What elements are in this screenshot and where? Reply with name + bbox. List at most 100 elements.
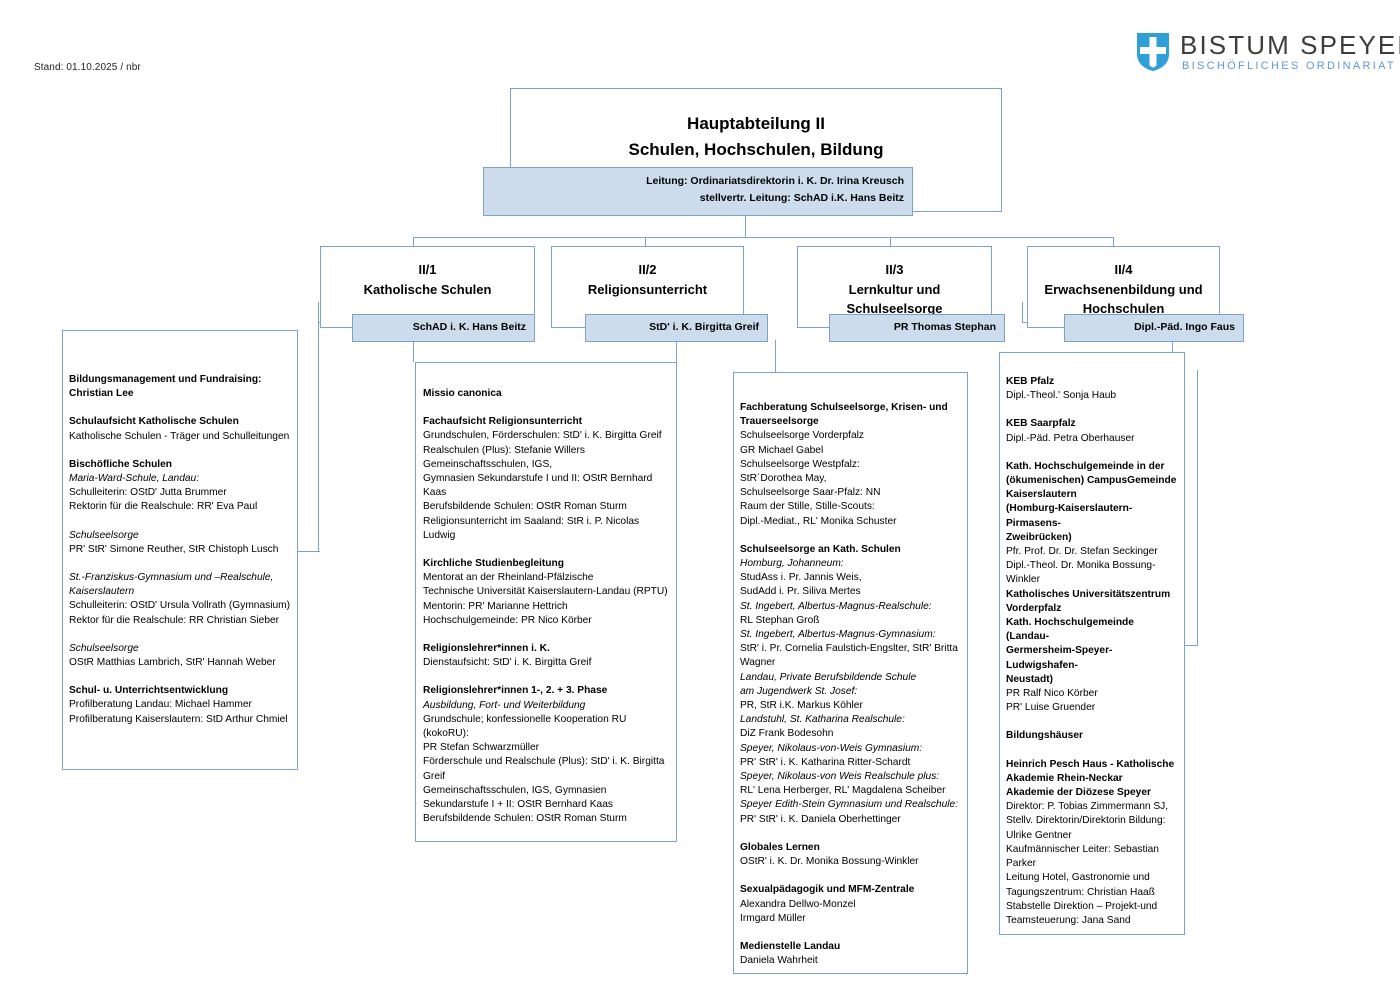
connector-dept-1 (413, 237, 414, 247)
content-line: Vorderpfalz (1006, 602, 1062, 614)
content-line: Dipl.-Theol. Dr. Monika Bossung-Winkler (1006, 560, 1156, 586)
content-list-col1: Bildungsmanagement und Fundraising: Chri… (69, 373, 291, 727)
department-head-label: SchAD i. K. Hans Beitz (412, 321, 526, 333)
content-line: Schulseelsorge an Kath. Schulen (740, 543, 901, 555)
spacer (740, 827, 961, 841)
content-line: Profilberatung Kaiserslautern: StD Arthu… (69, 713, 288, 725)
spacer (69, 670, 291, 684)
spacer (1006, 928, 1179, 934)
content-line: Katholisches Universitätszentrum (1006, 588, 1171, 600)
department-head-ii-4: Dipl.-Päd. Ingo Faus (1064, 314, 1244, 342)
content-line: Schulaufsicht Katholische Schulen (69, 416, 239, 428)
content-list-col2: Missio canonica Fachaufsicht Religionsun… (423, 387, 670, 826)
spacer (69, 401, 291, 415)
page-subtitle: Schulen, Hochschulen, Bildung (628, 140, 884, 159)
content-line: (ökumenischen) CampusGemeinde (1006, 475, 1177, 487)
content-line: OStR' i. K. Dr. Monika Bossung-Winkler (740, 856, 919, 868)
content-line: Förderschule und Realschule (Plus): StD'… (423, 756, 665, 782)
content-line: Bischöfliche Schulen (69, 458, 173, 470)
content-line: GR Michael Gabel (740, 444, 824, 456)
content-line: Mentorat an der Rheinland-Pfälzische (423, 572, 594, 584)
content-line: Tagungszentrum: Christian Haaß (1006, 886, 1155, 898)
content-line: Germersheim-Speyer-Ludwigshafen- (1006, 645, 1113, 671)
content-line: Kath. Hochschulgemeinde (Landau- (1006, 617, 1134, 643)
content-line: KEB Saarpfalz (1006, 418, 1076, 430)
content-box-katholische-schulen: Bildungsmanagement und Fundraising: Chri… (62, 330, 298, 770)
content-line: Neustadt) (1006, 673, 1053, 685)
content-line: Landau, Private Berufsbildende Schule (740, 671, 917, 683)
content-line: SudAdd i. Pr. Siliva Mertes (740, 586, 861, 598)
content-line: Rektor für die Realschule: RR Christian … (69, 614, 280, 626)
content-line: Schulleiterin: OStD' Ursula Vollrath (Gy… (69, 600, 291, 612)
content-line: Irmgard Müller (740, 912, 806, 924)
content-line: Schulseelsorge Vorderpfalz (740, 430, 865, 442)
content-line: Gemeinschaftsschulen, IGS, (423, 458, 553, 470)
spacer (69, 515, 291, 529)
content-line: Maria-Ward-Schule, Landau: (69, 473, 200, 485)
content-line: Realschulen (Plus): Stefanie Willers (423, 444, 585, 456)
connector-col4-h2 (1172, 645, 1198, 646)
content-line: Gemeinschaftsschulen, IGS, Gymnasien (423, 784, 607, 796)
content-line: DiZ Frank Bodesohn (740, 728, 834, 740)
spacer (423, 401, 670, 415)
content-line: Daniela Wahrheit (740, 955, 818, 967)
content-line: Pfr. Prof. Dr. Dr. Stefan Seckinger (1006, 546, 1158, 558)
content-line: Sexualpädagogik und MFM-Zentrale (740, 884, 915, 896)
content-line: Kaufmännischer Leiter: Sebastian Parker (1006, 843, 1159, 870)
main-leadership-box: Leitung: Ordinariatsdirektorin i. K. Dr.… (483, 167, 913, 216)
content-line: Dipl.-Theol.' Sonja Haub (1006, 390, 1117, 402)
department-head-label: StD' i. K. Birgitta Greif (649, 321, 759, 333)
content-line: Leitung Hotel, Gastronomie und (1006, 872, 1150, 884)
revision-date-label: Stand: 01.10.2025 / nbr (34, 62, 141, 73)
spacer (69, 557, 291, 571)
content-line: Heinrich Pesch Haus - Katholische (1006, 758, 1175, 770)
content-line: Speyer Edith-Stein Gymnasium und Realsch… (740, 799, 959, 811)
content-line: PR, StR i.K. Markus Köhler (740, 700, 863, 712)
content-line: Fachberatung Schulseelsorge, Krisen- und (740, 402, 948, 413)
content-line: KEB Pfalz (1006, 376, 1055, 387)
content-line: Akademie Rhein-Neckar (1006, 772, 1123, 784)
spacer (69, 628, 291, 642)
department-name: Katholische Schulen (363, 282, 492, 297)
content-line: PR' StR' i. K. Katharina Ritter-Schardt (740, 756, 911, 768)
leadership-line-2: stellvertr. Leitung: SchAD i.K. Hans Bei… (699, 192, 904, 204)
content-line: Medienstelle Landau (740, 940, 841, 952)
department-head-label: Dipl.-Päd. Ingo Faus (1134, 321, 1235, 333)
content-line: StR' i. Pr. Cornelia Faulstich-Engslter,… (740, 643, 958, 655)
content-line: Kaiserslautern (1006, 489, 1077, 501)
content-line: (Homburg-Kaiserslautern-Pirmasens- (1006, 503, 1133, 529)
content-line: Grundschulen, Förderschulen: StD' i. K. … (423, 430, 662, 442)
spacer (1006, 403, 1179, 417)
content-line: Teamsteuerung: Jana Sand (1006, 914, 1131, 926)
content-line: RL' Lena Herberger, RL' Magdalena Scheib… (740, 785, 946, 797)
content-line: Bildungshäuser (1006, 730, 1083, 742)
connector-col3-down (775, 340, 776, 372)
content-line: Akademie der Diözese Speyer (1006, 787, 1151, 799)
content-line: Dienstaufsicht: StD' i. K. Birgitta Grei… (423, 657, 592, 669)
content-line: Dipl.-Päd. Petra Oberhauser (1006, 432, 1135, 444)
connector-horizontal-bus (413, 237, 1113, 238)
content-line: Kath. Hochschulgemeinde in der (1006, 460, 1165, 472)
content-line: Globales Lernen (740, 841, 820, 853)
department-head-ii-1: SchAD i. K. Hans Beitz (352, 314, 535, 342)
spacer (423, 628, 670, 642)
spacer (740, 869, 961, 883)
content-line: Rektorin für die Realschule: RR' Eva Pau… (69, 501, 258, 513)
spacer (740, 926, 961, 940)
content-line: Mentorin: PR' Marianne Hettrich (423, 600, 568, 612)
content-line: Direktor: P. Tobias Zimmermann SJ, (1006, 801, 1169, 813)
shield-cross-icon (1136, 32, 1170, 72)
connector-col1-v2 (318, 322, 319, 551)
content-line: Schulseelsorge (69, 529, 139, 541)
content-line: St.-Franziskus-Gymnasium und –Realschule… (69, 572, 274, 584)
connector-col1-v1 (318, 302, 319, 322)
connector-col2-down (413, 340, 414, 362)
content-line: PR' StR' Simone Reuther, StR Chistoph Lu… (69, 543, 279, 555)
content-line: OStR Matthias Lambrich, StR' Hannah Webe… (69, 657, 276, 669)
content-line: PR Ralf Nico Körber (1006, 688, 1098, 700)
content-line: Technische Universität Kaiserslautern-La… (423, 586, 668, 598)
content-line: Alexandra Dellwo-Monzel (740, 898, 856, 910)
content-line: Katholische Schulen - Träger und Schulle… (69, 430, 290, 442)
content-line: St. Ingebert, Albertus-Magnus-Realschule… (740, 600, 932, 612)
